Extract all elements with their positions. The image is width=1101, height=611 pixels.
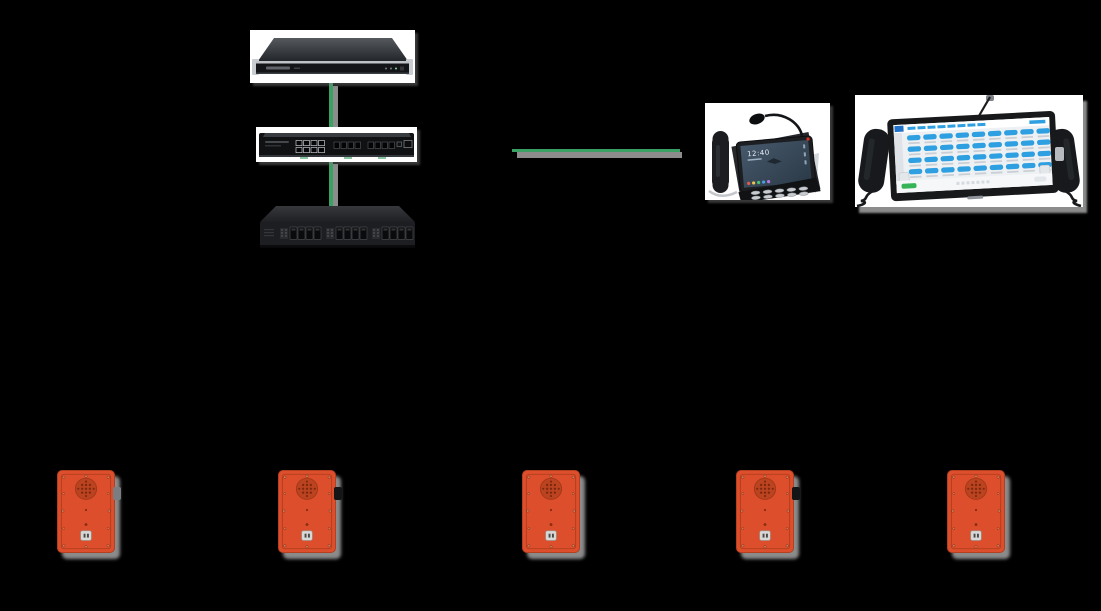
speaker-grille-icon (539, 477, 563, 500)
gateway-port-groups (280, 226, 414, 240)
mic-hole (549, 508, 553, 512)
switch-uplink-port (403, 140, 413, 148)
switch-console-port (396, 141, 402, 147)
screws (526, 474, 576, 549)
paging-console-card: 12:40 (705, 103, 830, 200)
intercom-unit (522, 470, 580, 553)
gooseneck-mic-phone-icon: 12:40 (708, 113, 821, 200)
handset-cord (1064, 189, 1082, 207)
mic-hole (84, 508, 88, 512)
intercom-unit (736, 470, 800, 553)
faceplate-outline (739, 473, 791, 550)
voip-gateway-icon (260, 206, 415, 248)
status-led (806, 137, 810, 141)
speaker-grille-icon (964, 477, 988, 500)
screws (951, 474, 1001, 549)
server-power-led (395, 67, 397, 70)
server-card (250, 30, 415, 83)
ethernet-switch-icon (259, 133, 414, 159)
screen-bottom-bar (896, 172, 1053, 194)
handset-cradle (708, 189, 738, 197)
status-led (974, 523, 978, 526)
status-led (763, 523, 767, 526)
screws (740, 474, 790, 549)
call-button (545, 530, 557, 541)
status-led (84, 523, 88, 526)
brand-logo (967, 195, 984, 200)
connector-server-switch (329, 83, 333, 128)
switch-brand-plate (265, 141, 289, 143)
speaker-grille-icon (295, 477, 319, 500)
mic-windscreen (749, 113, 765, 125)
connector-shadow (333, 164, 338, 210)
call-button (301, 530, 313, 541)
switch-card (256, 127, 417, 162)
call-button (970, 530, 982, 541)
rack-server-icon (252, 38, 413, 75)
intercom-unit (57, 470, 121, 553)
handset-hook-tab (1055, 147, 1064, 161)
side-knob (792, 487, 800, 500)
gooseneck-mic-icon (764, 113, 804, 137)
screen-toolbar (893, 117, 1050, 134)
server-label-plate (266, 66, 290, 70)
screen-dock-icons (747, 180, 771, 185)
connector-switch-consoles (512, 149, 680, 152)
dispatch-button-grid (907, 128, 1052, 179)
faceplate-outline (950, 473, 1002, 550)
faceplate-outline (60, 473, 112, 550)
screws (61, 474, 111, 549)
gateway-device (258, 205, 417, 250)
side-knob (334, 487, 342, 500)
handset-icon (712, 131, 729, 193)
mic-hole (763, 508, 767, 512)
intercom-unit (947, 470, 1005, 553)
call-button (759, 530, 771, 541)
ok-button (901, 183, 917, 189)
connector-switch-gateway (329, 161, 333, 207)
speaker-grille-icon (753, 477, 777, 500)
dispatch-touch-console-icon (856, 95, 1082, 207)
status-led (305, 523, 309, 526)
side-knob (113, 487, 121, 500)
switch-rj45-ports (295, 140, 325, 153)
screws (282, 474, 332, 549)
mic-hole (305, 508, 309, 512)
touchscreen (740, 140, 812, 188)
screen-time: 12:40 (747, 148, 770, 158)
connector-shadow (517, 152, 682, 158)
screen-side-icons (802, 144, 807, 165)
call-button (80, 530, 92, 541)
mic-hole (974, 508, 978, 512)
faceplate-outline (525, 473, 577, 550)
left-handset-icon (858, 128, 890, 193)
screen-sidebar (893, 132, 905, 186)
dispatch-console-card (855, 95, 1083, 207)
faceplate-outline (281, 473, 333, 550)
switch-sfp-slots (333, 141, 395, 149)
handset-cord (856, 189, 874, 207)
intercom-unit (278, 470, 342, 553)
speaker-grille-icon (74, 477, 98, 500)
status-led (549, 523, 553, 526)
connector-shadow (333, 86, 338, 131)
screen-wallpaper-bird (766, 158, 782, 164)
keypad-buttons (750, 186, 809, 200)
